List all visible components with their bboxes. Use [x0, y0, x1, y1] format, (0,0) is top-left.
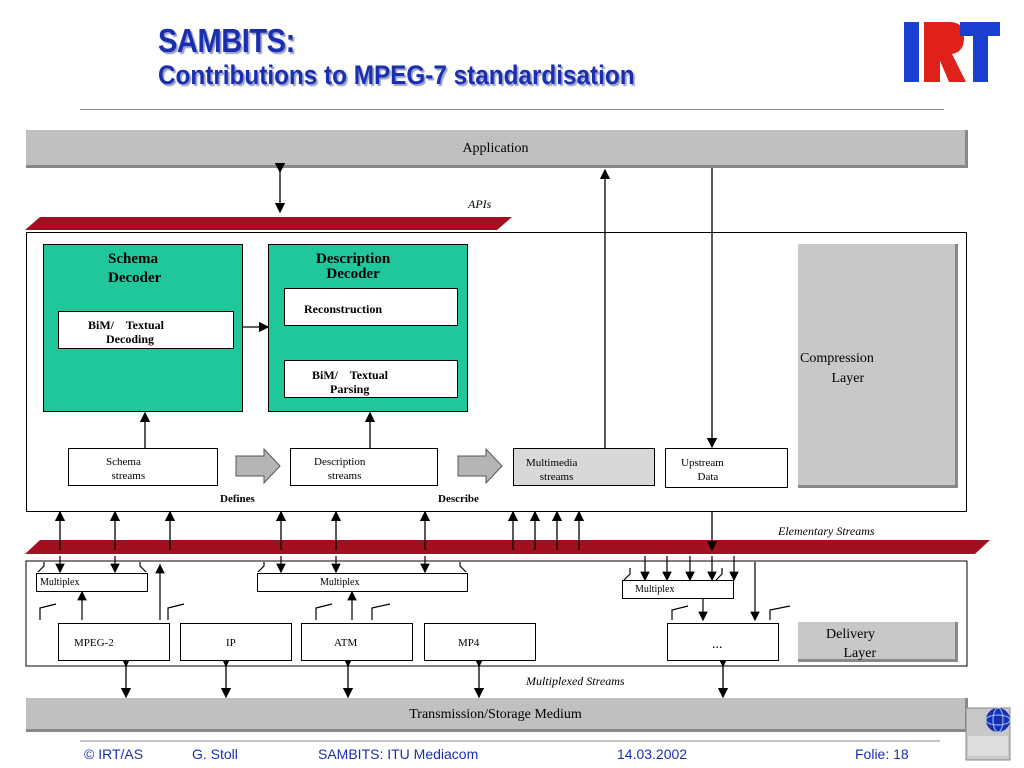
compression-layer-label: Compression Layer — [800, 351, 874, 386]
mp4-box — [424, 623, 536, 661]
transmission-label: Transmission/Storage Medium — [409, 707, 582, 722]
schema-bim-label: BiM/ Textual Decoding — [88, 318, 165, 346]
footer-author: G. Stoll — [192, 746, 238, 762]
multimedia-streams-label: Multimedia streams — [526, 457, 578, 483]
delivery-layer-label: Delivery Layer — [826, 627, 877, 661]
defines-label: Defines — [220, 493, 255, 505]
description-decoder-title: Description Decoder — [316, 251, 391, 282]
reconstruction-label: Reconstruction — [304, 302, 382, 316]
apis-band — [25, 217, 512, 230]
reconstruction-box — [284, 288, 458, 326]
multiplex-box-2 — [257, 573, 468, 592]
multiplex-box-1 — [36, 573, 148, 592]
footer-copyright: © IRT/AS — [84, 746, 144, 762]
schema-bim-box — [58, 311, 234, 349]
other-transport-box — [667, 623, 779, 661]
multiplexed-streams-label: Multiplexed Streams — [526, 674, 625, 688]
multiplex-box-3 — [622, 580, 734, 599]
describe-arrow — [457, 447, 503, 485]
multiplex-label-2: Multiplex — [320, 577, 360, 588]
upstream-data-box — [665, 448, 788, 488]
desc-bim-label: BiM/ Textual Parsing — [312, 368, 389, 396]
ip-label: IP — [226, 637, 236, 649]
multiplex-label-3: Multiplex — [635, 584, 675, 595]
footer-event: SAMBITS: ITU Mediacom — [318, 746, 479, 762]
schema-streams-box — [68, 448, 218, 486]
atm-box — [301, 623, 413, 661]
application-label: Application — [462, 141, 529, 156]
elementary-band — [25, 540, 990, 554]
title-divider — [80, 109, 944, 110]
transmission-bar: Transmission/Storage Medium — [26, 698, 968, 732]
application-bar: Application — [26, 130, 968, 168]
footer-date: 14.03.2002 — [617, 746, 688, 762]
atm-label: ATM — [334, 637, 358, 649]
schema-decoder-title: Schema Decoder — [108, 251, 162, 286]
mpeg2-label: MPEG-2 — [74, 637, 114, 649]
defines-arrow — [235, 447, 281, 485]
footer-page: Folie: 18 — [855, 746, 909, 762]
slide-subtitle: Contributions to MPEG-7 standardisation — [158, 60, 635, 90]
mpeg2-box — [58, 623, 170, 661]
delivery-layer-box — [798, 622, 958, 662]
irt-logo — [902, 20, 1002, 84]
desc-bim-box — [284, 360, 458, 398]
ip-box — [180, 623, 292, 661]
mp4-label: MP4 — [458, 637, 480, 649]
other-transport-label: ... — [712, 637, 723, 652]
multiplex-label-1: Multiplex — [40, 577, 80, 588]
apis-label: APIs — [468, 197, 492, 211]
description-streams-box — [290, 448, 438, 486]
compression-layer-box — [798, 244, 958, 488]
describe-label: Describe — [438, 493, 479, 505]
multimedia-streams-box — [513, 448, 655, 486]
elementary-streams-label: Elementary Streams — [778, 524, 875, 538]
globe-icon — [965, 707, 1011, 761]
corner-logo — [962, 700, 1014, 762]
irt-logo-mark — [904, 22, 1000, 82]
upstream-data-label: Upstream Data — [681, 457, 724, 483]
slide-title: SAMBITS: — [158, 22, 295, 59]
description-streams-label: Description streams — [314, 456, 366, 482]
schema-streams-label: Schema streams — [106, 456, 146, 482]
